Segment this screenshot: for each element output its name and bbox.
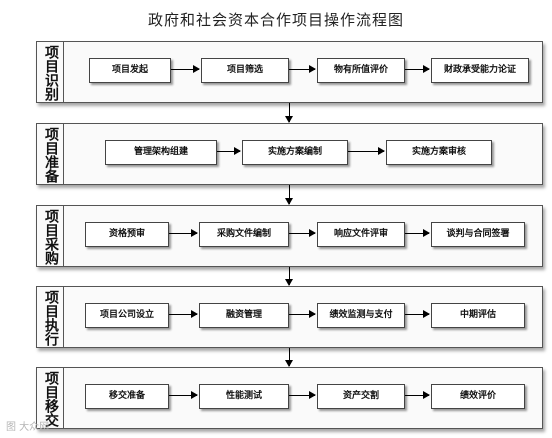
step-box: 财政承受能力论证 [431,58,529,83]
stage-arrow [285,267,293,286]
diagram-title: 政府和社会资本合作项目操作流程图 [147,11,404,29]
step-box: 谈判与合同签署 [431,222,525,247]
flow-arrow [169,229,198,237]
step-box: 实施方案编制 [242,140,348,165]
flow-arrow [405,65,430,73]
stage-label: 项目准备 [43,127,59,183]
stage-arrow [285,348,293,367]
stage-panel-procurement: 项目采购 资格预审 采购文件编制 响应文件评审 谈判与合同签署 [36,205,543,267]
flow-arrow [405,229,430,237]
flow-arrow [348,147,385,155]
flow-arrow [289,65,316,73]
step-box: 物有所值评价 [317,58,405,83]
stage-panel-identification: 项目识别 项目发起 项目筛选 物有所值评价 财政承受能力论证 [36,41,543,103]
stage-arrow [285,185,293,205]
step-box: 实施方案审核 [386,140,492,165]
stage-arrow [285,103,293,123]
watermark: 图 大众网 [6,422,50,433]
step-box: 融资管理 [199,303,289,328]
flow-arrow [169,310,198,318]
step-box: 管理架构组建 [105,140,217,165]
flow-arrow [405,391,430,399]
stage-panel-preparation: 项目准备 管理架构组建 实施方案编制 实施方案审核 [36,123,543,185]
flow-arrow [289,229,316,237]
stage-divider [63,42,64,102]
step-box: 项目公司设立 [85,303,169,328]
stage-panel-execution: 项目执行 项目公司设立 融资管理 绩效监测与支付 中期评估 [36,286,543,348]
stage-label: 项目执行 [43,290,59,346]
step-box: 项目发起 [89,58,171,83]
stage-divider [63,206,64,266]
step-box: 绩效评价 [431,384,525,409]
step-box: 性能测试 [199,384,289,409]
stage-divider [63,287,64,347]
stage-label: 项目识别 [43,45,59,101]
step-box: 响应文件评审 [317,222,405,247]
flow-arrow [171,65,200,73]
step-box: 绩效监测与支付 [317,303,405,328]
flow-arrow [169,391,198,399]
flow-arrow [289,391,316,399]
flow-arrow [217,147,241,155]
step-box: 中期评估 [431,303,525,328]
flow-arrow [289,310,316,318]
step-box: 项目筛选 [201,58,289,83]
step-box: 采购文件编制 [199,222,289,247]
flow-arrow [405,310,430,318]
stage-label: 项目采购 [43,209,59,265]
step-box: 资格预审 [85,222,169,247]
stage-label: 项目移交 [43,371,59,427]
stage-panel-transfer: 项目移交 移交准备 性能测试 资产交割 绩效评价 [36,367,543,429]
step-box: 资产交割 [317,384,405,409]
stage-divider [63,368,64,428]
stage-divider [63,124,64,184]
step-box: 移交准备 [85,384,169,409]
